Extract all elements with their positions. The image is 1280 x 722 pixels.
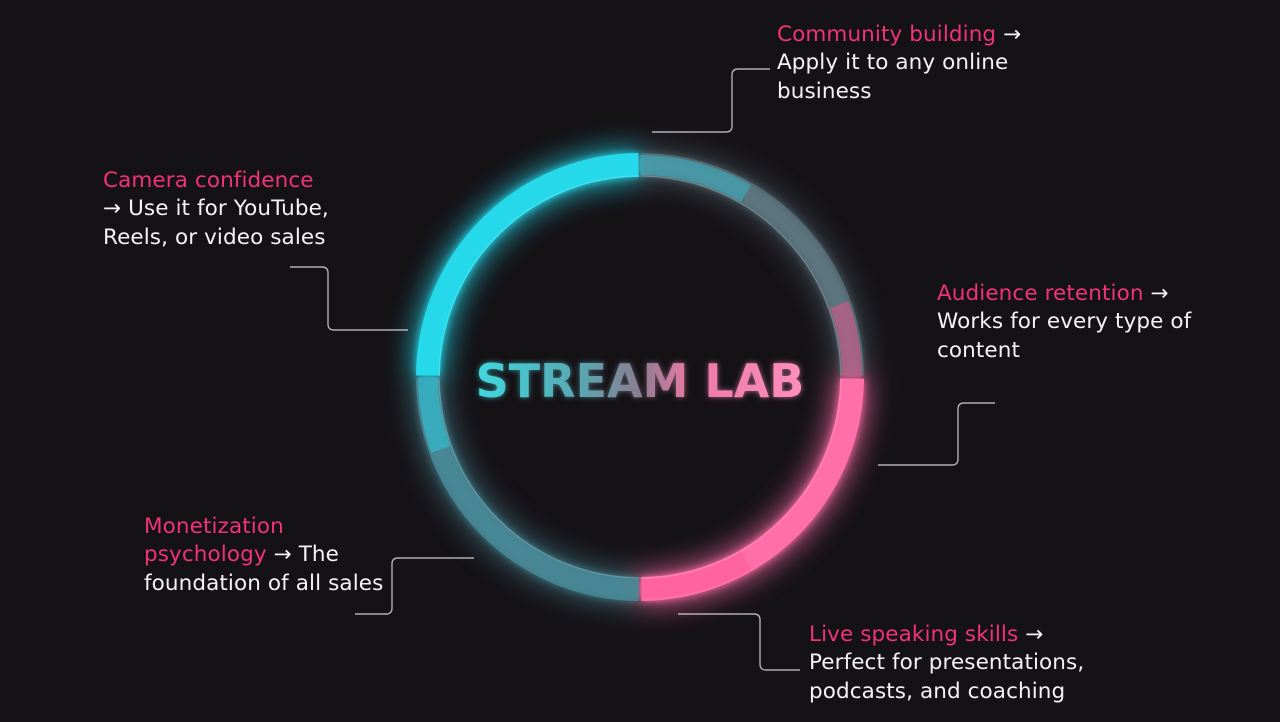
callout-highlight: Community building <box>777 22 997 47</box>
ring-segment-top-left <box>416 153 639 376</box>
connector-camera <box>290 266 408 331</box>
connector-lines <box>290 68 995 671</box>
center-title: STREAM LAB <box>476 354 805 408</box>
callout-body: The foundation of all sales <box>144 542 384 596</box>
callout-arrow: → <box>103 196 122 222</box>
callout-live-speaking-skills: Live speaking skills → Perfect for prese… <box>809 621 1149 706</box>
callout-arrow: → <box>1025 622 1044 647</box>
callout-highlight: Camera confidence <box>103 168 314 193</box>
ring-segment-bottom-left <box>416 378 639 601</box>
callout-arrow: → <box>1150 281 1169 306</box>
ring-segment-bottom-right <box>641 378 864 601</box>
connector-audience <box>878 402 995 466</box>
callout-arrow: → <box>1003 22 1022 47</box>
ring-blend-top <box>639 155 751 203</box>
callout-highlight: Monetization psychology <box>144 514 284 568</box>
title-glow: STREAM LAB <box>476 354 805 408</box>
callout-community-building: Community building → Apply it to any onl… <box>777 21 1037 106</box>
stream-lab-ring <box>416 153 864 601</box>
callout-body: Use it for YouTube, Reels, or video sale… <box>103 196 329 250</box>
callout-body: Perfect for presentations, podcasts, and… <box>809 650 1085 704</box>
ring-inner-edge <box>438 175 842 579</box>
callout-arrow: → <box>273 542 292 568</box>
ring-blend-right <box>829 301 862 378</box>
connector-live <box>678 613 800 671</box>
ring-segment-top-right <box>641 153 864 376</box>
callout-monetization-psychology: Monetization psychology → The foundation… <box>144 513 394 598</box>
callout-audience-retention: Audience retention → Works for every typ… <box>937 280 1197 365</box>
connector-monetization <box>355 557 474 615</box>
connector-community <box>652 68 770 133</box>
callout-body: Apply it to any online business <box>777 50 1009 104</box>
ring-blend-left <box>418 376 451 453</box>
callout-highlight: Live speaking skills <box>809 622 1019 647</box>
callout-body: Works for every type of content <box>937 309 1192 363</box>
callout-highlight: Audience retention <box>937 281 1144 306</box>
ring-blend-bottom <box>639 551 751 599</box>
callout-camera-confidence: Camera confidence → Use it for YouTube, … <box>103 167 373 252</box>
